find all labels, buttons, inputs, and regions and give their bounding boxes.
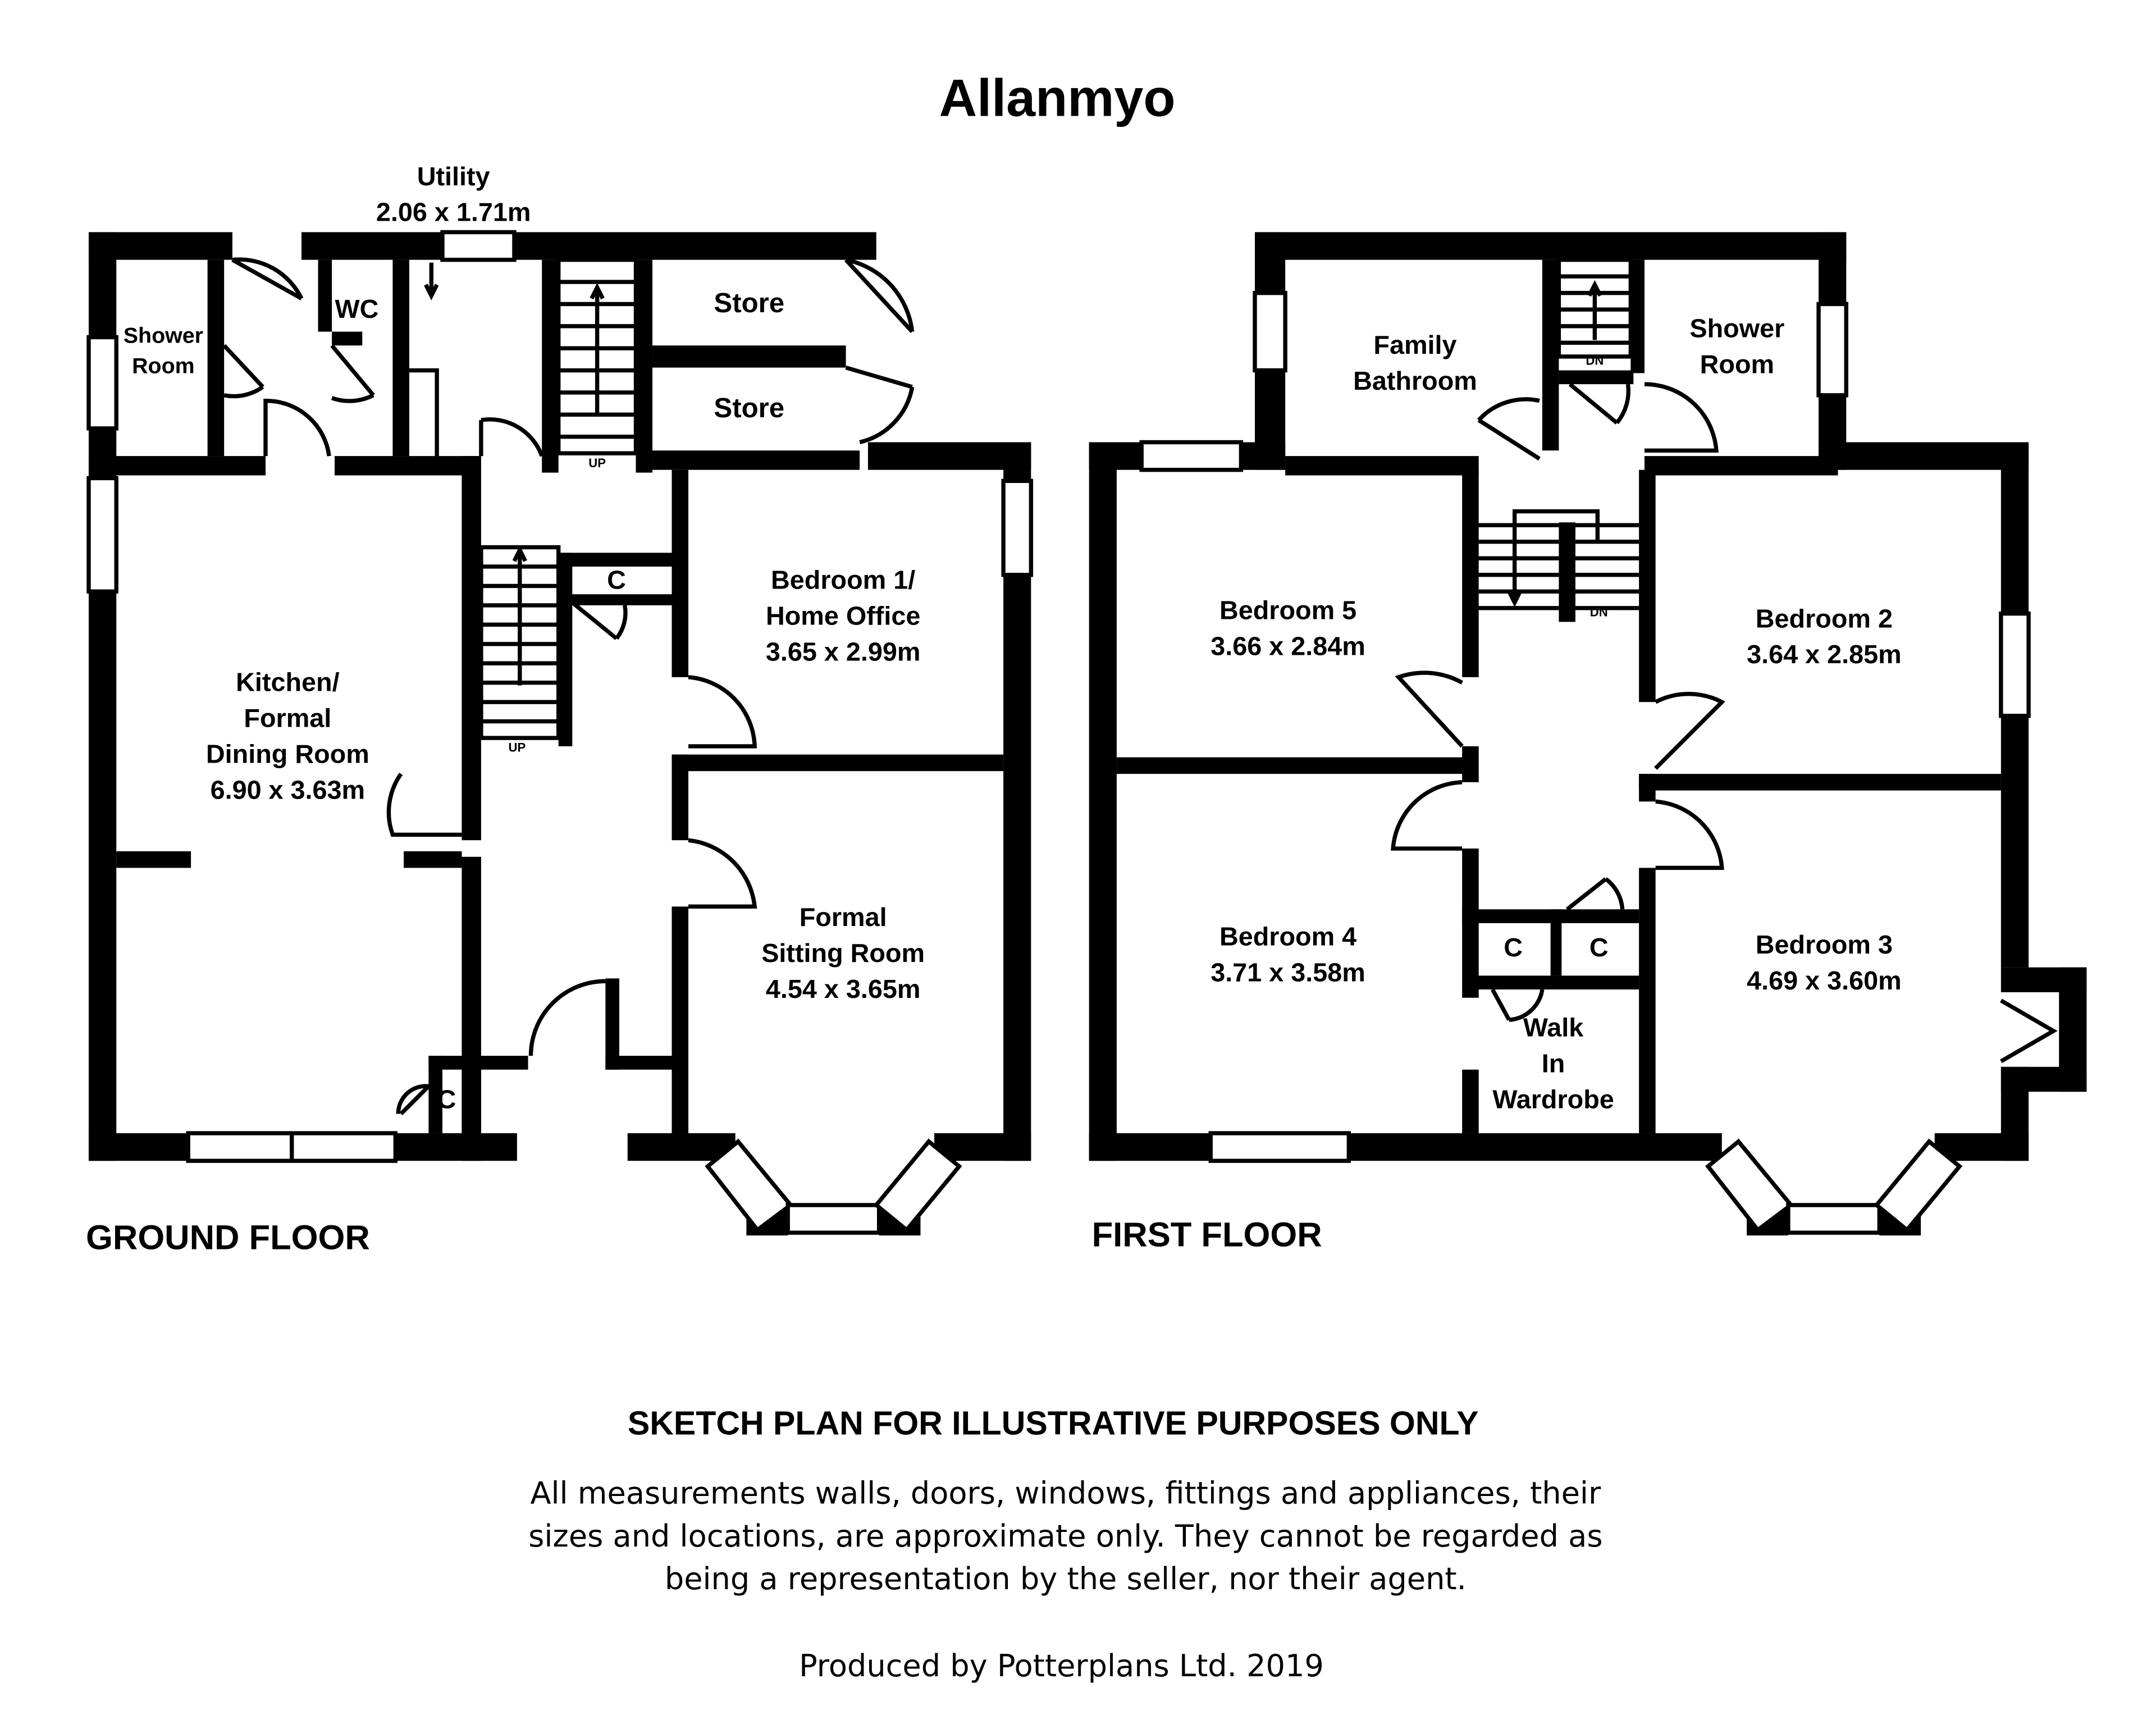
sitting-room-label: Formal [800, 902, 887, 932]
bedroom-1-label: Home Office [766, 601, 920, 630]
sitting-room-label: Sitting Room [761, 938, 925, 968]
bedroom-3-size: 4.69 x 3.60m [1747, 966, 1902, 995]
first-floor-windows [1139, 291, 2058, 1235]
store-label: Store [714, 288, 784, 318]
cupboard-label: C [1504, 933, 1523, 962]
window [1001, 478, 1034, 577]
walk-in-wardrobe-label: Walk [1523, 1013, 1584, 1042]
bay-window [785, 1203, 881, 1235]
walk-in-wardrobe-label: Wardrobe [1492, 1085, 1614, 1114]
stair-dn-label: DN [1586, 354, 1604, 368]
ground-floor-caption: GROUND FLOOR [86, 1219, 370, 1257]
disclaimer-heading: SKETCH PLAN FOR ILLUSTRATIVE PURPOSES ON… [628, 1404, 1479, 1442]
page-title: Allanmyo [939, 69, 1176, 127]
bedroom-3-label: Bedroom 3 [1756, 930, 1893, 959]
first-floor-caption: FIRST FLOOR [1092, 1216, 1322, 1255]
bedroom-2-size: 3.64 x 2.85m [1747, 640, 1902, 669]
first-floor-doors [1391, 382, 1725, 1022]
ground-floor-doors [222, 257, 915, 1116]
bay-window [1705, 1138, 1794, 1233]
window [1816, 302, 1848, 398]
stair-dn-label: DN [1590, 605, 1608, 619]
ground-floor-stairs [409, 257, 638, 740]
bay-window [873, 1138, 962, 1233]
ground-floor-windows [86, 230, 1034, 1235]
bedroom-1-size: 3.65 x 2.99m [766, 637, 921, 666]
credit-text: Produced by Potterplans Ltd. 2019 [799, 1648, 1324, 1684]
bedroom-2-label: Bedroom 2 [1756, 604, 1893, 633]
kitchen-size: 6.90 x 3.63m [211, 775, 366, 804]
bedroom-4-label: Bedroom 4 [1219, 922, 1356, 951]
shower-room-label: Shower [124, 323, 203, 348]
window [1999, 611, 2031, 718]
shower-room-label: Room [132, 353, 195, 378]
disclaimer: SKETCH PLAN FOR ILLUSTRATIVE PURPOSES ON… [528, 1404, 1602, 1684]
first-floor-labels: Family Bathroom DN Shower Room Bedroom 5… [1092, 313, 1902, 1254]
bedroom-1-label: Bedroom 1/ [771, 565, 915, 594]
kitchen-label: Kitchen/ [236, 667, 339, 696]
sitting-room-size: 4.54 x 3.65m [766, 974, 921, 1004]
ground-floor-labels: Utility 2.06 x 1.71m Shower Room WC Stor… [86, 162, 925, 1257]
store-label: Store [714, 393, 784, 423]
window [440, 230, 517, 262]
window [1253, 291, 1287, 373]
first-floor-stairs [1478, 257, 1639, 610]
utility-label: Utility [417, 162, 490, 191]
cupboard-label: C [607, 565, 626, 594]
family-bathroom-label: Family [1373, 330, 1456, 359]
ground-floor-plan: Utility 2.06 x 1.71m Shower Room WC Stor… [86, 162, 1034, 1257]
disclaimer-line: All measurements walls, doors, windows, … [530, 1475, 1601, 1511]
bedroom-4-size: 3.71 x 3.58m [1211, 957, 1365, 987]
family-bathroom-label: Bathroom [1353, 366, 1477, 395]
kitchen-label: Dining Room [206, 739, 369, 768]
window [1208, 1131, 1351, 1163]
window [86, 335, 118, 431]
kitchen-label: Formal [244, 703, 331, 732]
stair-up-label: UP [588, 456, 606, 470]
cupboard-label: C [1589, 933, 1609, 962]
window [1139, 440, 1244, 472]
first-floor-walls [1089, 232, 2087, 1236]
ground-floor-walls [88, 232, 1031, 1236]
bay-window [1786, 1203, 1882, 1235]
bay-window [705, 1138, 794, 1233]
window [86, 476, 118, 594]
wc-label: WC [335, 294, 378, 323]
bedroom-5-label: Bedroom 5 [1219, 595, 1356, 624]
shower-room-label: Shower [1689, 313, 1784, 343]
shower-room-label: Room [1700, 349, 1774, 378]
walk-in-wardrobe-label: In [1542, 1049, 1565, 1078]
cupboard-label: C [437, 1085, 456, 1114]
stair-up-label: UP [508, 741, 526, 755]
first-floor-plan: Family Bathroom DN Shower Room Bedroom 5… [1089, 232, 2087, 1255]
disclaimer-line: being a representation by the seller, no… [665, 1561, 1467, 1597]
disclaimer-line: sizes and locations, are approximate onl… [528, 1518, 1602, 1554]
utility-size: 2.06 x 1.71m [376, 198, 531, 227]
bay-window [1874, 1138, 1963, 1233]
bedroom-5-size: 3.66 x 2.84m [1211, 631, 1365, 660]
